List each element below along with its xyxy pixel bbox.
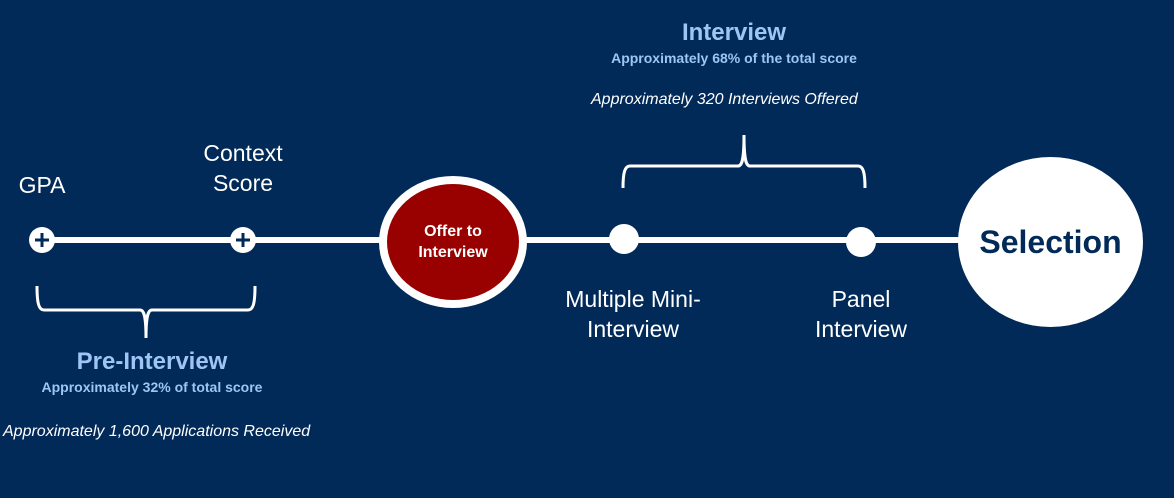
step-label-context-score: Context Score xyxy=(203,140,283,196)
offer-to-interview-label: Offer to Interview xyxy=(418,223,488,261)
panel-interview-marker xyxy=(846,227,876,257)
plus-icon xyxy=(236,233,250,247)
pre-interview-phase-title: Pre-Interview xyxy=(76,348,228,375)
interview-brace xyxy=(621,134,867,189)
interview-phase-title: Interview xyxy=(681,19,787,46)
step-label-gpa: GPA xyxy=(18,172,66,198)
interview-note: Approximately 320 Interviews Offered xyxy=(591,91,858,108)
interview-phase-subtitle: Approximately 68% of the total score xyxy=(611,50,857,66)
step-label-panel-interview: Panel Interview xyxy=(814,286,908,342)
context-score-marker xyxy=(230,227,256,253)
pre-interview-phase-subtitle: Approximately 32% of total score xyxy=(41,379,263,395)
timeline-line xyxy=(40,237,1050,243)
selection-label: Selection xyxy=(979,223,1122,260)
pre-interview-note: Approximately 1,600 Applications Receive… xyxy=(3,423,311,440)
offer-to-interview-circle: Offer to Interview xyxy=(387,184,519,300)
offer-to-interview-node: Offer to Interview xyxy=(379,176,527,308)
pre-interview-brace xyxy=(35,285,257,339)
selection-node: Selection xyxy=(958,157,1143,327)
plus-icon xyxy=(35,233,49,247)
mmi-marker xyxy=(609,224,639,254)
step-label-mmi: Multiple Mini- Interview xyxy=(565,286,701,342)
gpa-marker xyxy=(29,227,55,253)
